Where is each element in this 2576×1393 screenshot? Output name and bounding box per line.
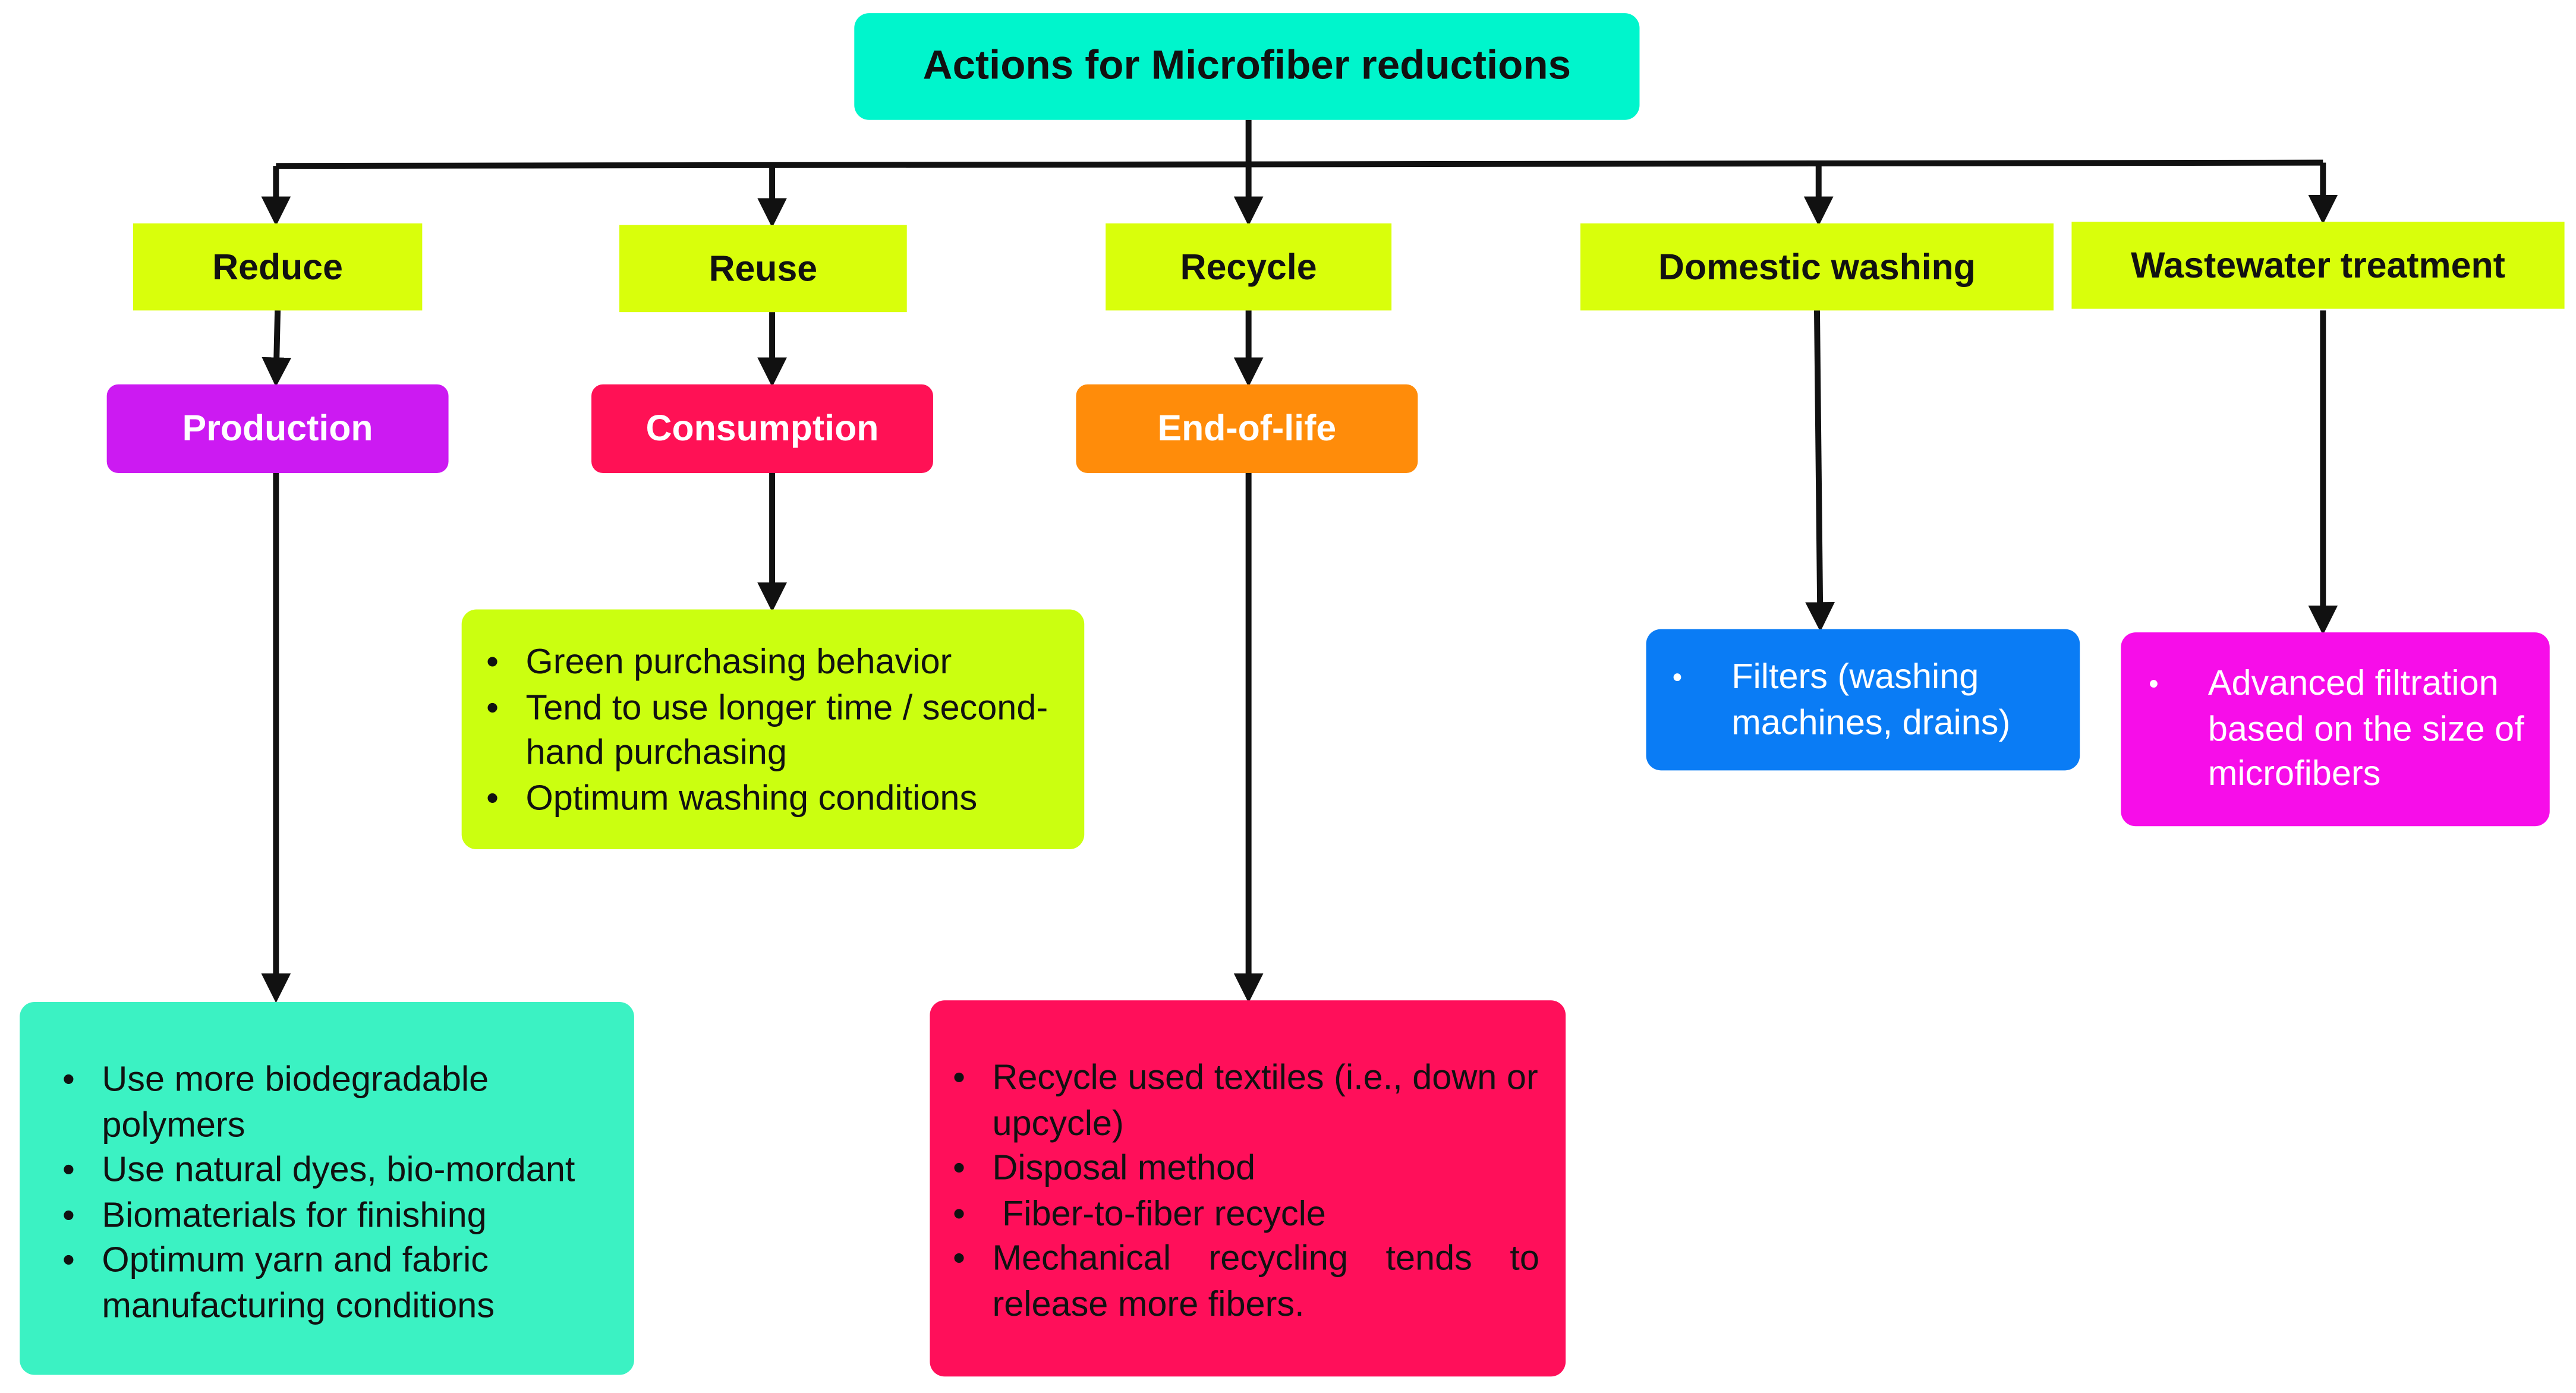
category-wastewater-treatment: Wastewater treatment bbox=[2071, 222, 2565, 309]
stage-consumption: Consumption bbox=[591, 384, 933, 474]
category-domestic-washing: Domestic washing bbox=[1580, 223, 2054, 311]
connector-reduce-to-production bbox=[262, 310, 292, 387]
list-item: Use more biodegradable polymers bbox=[62, 1058, 614, 1149]
end-of-life-actions-list: Recycle used textiles (i.e., down or upc… bbox=[930, 1000, 1566, 1377]
list-item: Advanced filtration based on the size of… bbox=[2149, 662, 2533, 798]
list-item: Tend to use longer time / second-hand pu… bbox=[486, 686, 1065, 777]
list-item: Fiber-to-fiber recycle bbox=[953, 1192, 1539, 1237]
diagram-title: Actions for Microfiber reductions bbox=[854, 13, 1640, 120]
list-item: Filters (washing machines, drains) bbox=[1673, 655, 2060, 746]
domestic-washing-actions-list: Filters (washing machines, drains) bbox=[1646, 629, 2080, 771]
connector-washing-to-list bbox=[1805, 310, 1835, 632]
list-item: Optimum yarn and fabric manufacturing co… bbox=[62, 1239, 614, 1330]
list-item: Recycle used textiles (i.e., down or upc… bbox=[953, 1056, 1539, 1147]
consumption-actions-list: Green purchasing behavior Tend to use lo… bbox=[461, 609, 1085, 849]
stage-production: Production bbox=[106, 384, 449, 474]
list-item: Green purchasing behavior bbox=[486, 641, 1065, 686]
category-reduce: Reduce bbox=[133, 223, 423, 311]
list-item: Use natural dyes, bio-mordant bbox=[62, 1149, 614, 1194]
stage-end-of-life: End-of-life bbox=[1076, 384, 1418, 474]
production-actions-list: Use more biodegradable polymers Use natu… bbox=[20, 1002, 634, 1375]
list-item: Biomaterials for finishing bbox=[62, 1194, 614, 1239]
category-reuse: Reuse bbox=[619, 225, 907, 313]
list-item: Mechanical recycling tends to release mo… bbox=[953, 1237, 1539, 1328]
list-item: Disposal method bbox=[953, 1147, 1539, 1192]
list-item: Optimum washing conditions bbox=[486, 777, 1065, 822]
wastewater-actions-list: Advanced filtration based on the size of… bbox=[2121, 632, 2550, 827]
category-recycle: Recycle bbox=[1106, 223, 1392, 311]
connector-horizontal-bar bbox=[276, 159, 2323, 169]
